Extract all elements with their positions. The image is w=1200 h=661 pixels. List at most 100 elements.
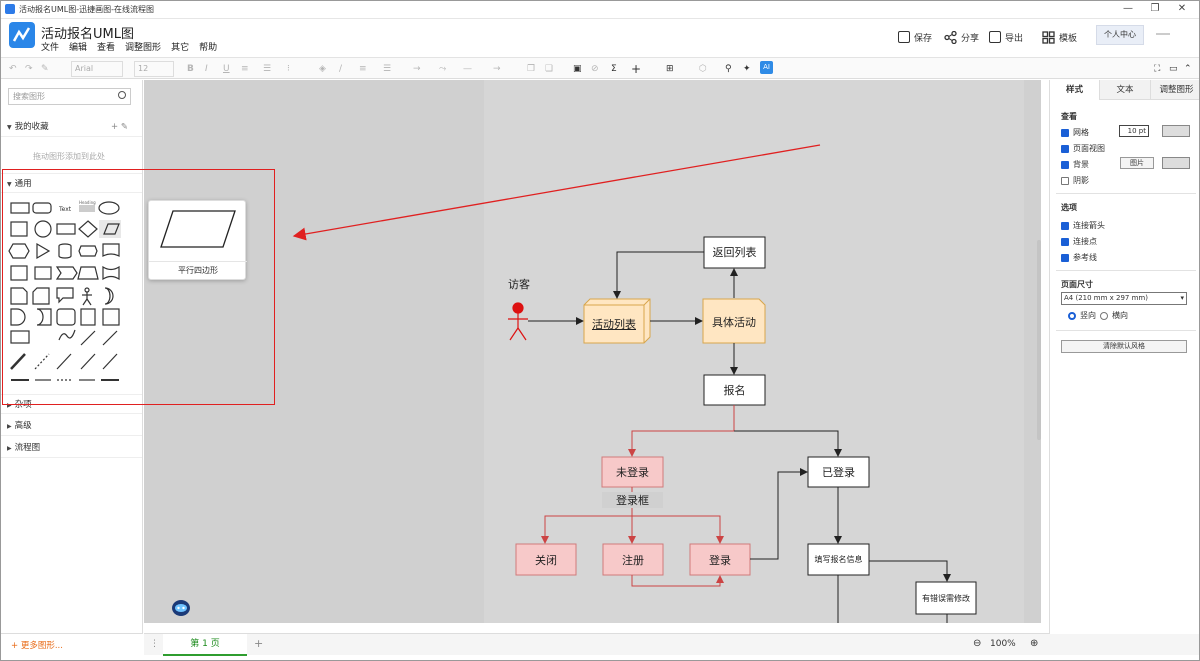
section-advanced[interactable]: ▶高级 — [1, 416, 142, 436]
clear-default-style-button[interactable]: 清除默认风格 — [1061, 340, 1187, 353]
fill-info-label: 填写报名信息 — [814, 555, 863, 564]
line-color-icon[interactable]: ∕ — [339, 64, 343, 74]
link-icon[interactable]: ⊘ — [591, 64, 599, 74]
minimize-button[interactable]: — — [1123, 3, 1133, 14]
connection-arrows-checkbox[interactable]: 连接箭头 — [1061, 220, 1105, 231]
close-window-button[interactable]: ✕ — [1177, 3, 1187, 14]
more-shapes-link[interactable]: + 更多图形... — [11, 641, 63, 651]
connection-points-checkbox[interactable]: 连接点 — [1061, 236, 1097, 247]
page-tab-1[interactable]: 第 1 页 — [163, 634, 247, 656]
portrait-radio[interactable]: 竖向 — [1068, 310, 1096, 321]
page-size-select[interactable]: A4 (210 mm x 297 mm)▾ — [1061, 292, 1187, 305]
page-view-checkbox[interactable]: 页面视图 — [1061, 143, 1105, 154]
menu-edit[interactable]: 编辑 — [69, 43, 88, 53]
grid-checkbox[interactable]: 网格 — [1061, 127, 1089, 138]
shape-search-input[interactable]: 搜索图形 — [8, 88, 131, 105]
shape-step — [55, 266, 78, 280]
share-button[interactable]: 分享 — [944, 29, 979, 45]
landscape-radio[interactable]: 横向 — [1100, 310, 1128, 321]
shape-cloud — [78, 245, 98, 257]
zoom-in-icon[interactable]: ⊕ — [1030, 638, 1039, 649]
zoom-level[interactable]: 100% — [990, 639, 1016, 649]
parallelogram-preview-icon — [160, 210, 236, 248]
background-color-button[interactable] — [1162, 157, 1190, 169]
list-icon[interactable]: ⁝ — [287, 64, 290, 74]
menu-help[interactable]: 帮助 — [199, 43, 218, 53]
italic-icon[interactable]: I — [205, 64, 208, 74]
chevron-right-icon: ▶ — [7, 423, 12, 430]
line-end-icon[interactable]: → — [493, 64, 501, 74]
shape-style-icon[interactable]: ⬡ — [699, 64, 707, 74]
to-back-icon[interactable]: ❏ — [545, 64, 554, 74]
redo-icon[interactable]: ↷ — [25, 64, 33, 74]
close-label: 关闭 — [535, 554, 557, 567]
share-icon — [944, 30, 957, 44]
format-painter-icon[interactable]: ✎ — [41, 64, 49, 74]
restore-button[interactable]: ❐ — [1150, 3, 1160, 14]
menu-file[interactable]: 文件 — [41, 43, 60, 53]
shape-rectangle — [10, 202, 30, 214]
waypoint-icon[interactable]: ⤳ — [439, 64, 447, 74]
menu-arrange[interactable]: 调整图形 — [125, 43, 162, 53]
section-general[interactable]: ▼通用 — [1, 173, 142, 193]
section-favorites[interactable]: ▼我的收藏+ ✎ — [1, 117, 142, 137]
tab-text[interactable]: 文本 — [1100, 80, 1151, 100]
search-icon[interactable] — [118, 91, 126, 99]
table-icon[interactable]: ⊞ — [666, 64, 674, 74]
more-icon[interactable] — [1156, 33, 1170, 35]
document-title[interactable]: 活动报名UML图 — [41, 27, 134, 42]
section-misc[interactable]: ▶杂项 — [1, 394, 142, 414]
guides-checkbox[interactable]: 参考线 — [1061, 252, 1097, 263]
assistant-robot-icon[interactable] — [170, 596, 192, 618]
tab-arrange[interactable]: 调整图形 — [1151, 80, 1199, 100]
line-spacing-icon[interactable]: ☰ — [263, 64, 272, 74]
zoom-out-icon[interactable]: ⊖ — [973, 638, 982, 649]
grid-size-input[interactable]: 10 pt — [1119, 125, 1149, 137]
line-style-icon[interactable]: ≡ — [359, 64, 367, 74]
pin-icon[interactable]: ⚲ — [725, 64, 732, 74]
fullscreen-icon[interactable]: ⛶ — [1154, 64, 1161, 74]
underline-icon[interactable]: U — [223, 64, 230, 74]
add-page-icon[interactable]: + — [254, 637, 264, 650]
background-checkbox[interactable]: 背景 — [1061, 159, 1089, 170]
collapse-icon[interactable]: ⌃ — [1184, 64, 1192, 74]
edit-image-icon[interactable]: ▣ — [573, 64, 582, 74]
node-logged-in — [807, 456, 870, 488]
magic-icon[interactable]: ✦ — [743, 64, 751, 74]
page-menu-icon[interactable]: ⋮ — [150, 639, 159, 649]
insert-icon[interactable]: + — [631, 62, 642, 76]
menu-extras[interactable]: 其它 — [171, 43, 190, 53]
align-icon[interactable]: ≡ — [241, 64, 249, 74]
font-family-select[interactable]: Arial — [71, 61, 123, 77]
register-label: 注册 — [622, 554, 644, 567]
panel-toggle-icon[interactable]: ▭ — [1169, 64, 1178, 74]
line-start-icon[interactable]: — — [463, 64, 472, 74]
save-button[interactable]: 保存 — [898, 29, 932, 45]
shape-container — [10, 330, 30, 344]
section-flowchart[interactable]: ▶流程图 — [1, 438, 142, 458]
ai-button[interactable]: AI — [760, 61, 773, 74]
shadow-checkbox[interactable]: 阴影 — [1061, 175, 1089, 186]
line-width-icon[interactable]: ☰ — [383, 64, 392, 74]
user-center-button[interactable]: 个人中心 — [1096, 25, 1144, 45]
undo-icon[interactable]: ↶ — [9, 64, 17, 74]
background-image-button[interactable]: 图片 — [1120, 157, 1154, 169]
menu-view[interactable]: 查看 — [97, 43, 116, 53]
template-button[interactable]: 模板 — [1042, 29, 1077, 45]
export-button[interactable]: 导出 — [989, 29, 1023, 45]
radio-unselected-icon — [1100, 311, 1108, 320]
bold-icon[interactable]: B — [187, 64, 194, 74]
to-front-icon[interactable]: ❐ — [527, 64, 536, 74]
font-size-select[interactable]: 12 — [134, 61, 174, 77]
grid-color-button[interactable] — [1162, 125, 1190, 137]
chevron-right-icon: ▶ — [7, 402, 12, 409]
window-title: 活动报名UML图-迅捷画图-在线流程图 — [19, 5, 154, 14]
formula-icon[interactable]: Σ — [611, 64, 617, 74]
fill-color-icon[interactable]: ◈ — [319, 64, 326, 74]
node-activity-list — [583, 298, 651, 344]
tab-style[interactable]: 样式 — [1050, 80, 1100, 100]
checkbox-checked-icon — [1061, 128, 1069, 137]
connector-icon[interactable]: → — [413, 64, 421, 74]
add-icon: + ✎ — [111, 122, 128, 132]
diagram-canvas[interactable]: 访客 活动列表 返回列表 具体活动 报名 未登录 已登录 登录框 关闭 注册 登… — [144, 80, 1041, 623]
